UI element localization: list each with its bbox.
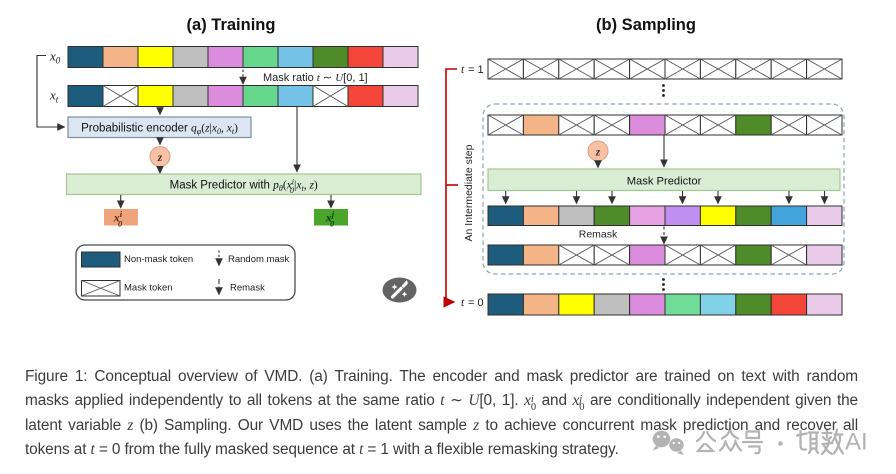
svg-text:Non-mask token: Non-mask token bbox=[124, 254, 193, 265]
svg-text:(b) Sampling: (b) Sampling bbox=[596, 16, 696, 34]
svg-text:Probabilistic encoder qφ(z|x0,: Probabilistic encoder qφ(z|x0, xt) bbox=[81, 123, 238, 137]
svg-text:An Intermediate step: An Intermediate step bbox=[463, 144, 475, 241]
svg-text:Remask: Remask bbox=[230, 283, 265, 294]
svg-text:x0: x0 bbox=[49, 49, 61, 66]
svg-text:(a) Training: (a) Training bbox=[187, 16, 276, 34]
svg-text:z: z bbox=[595, 147, 601, 159]
svg-text:Mask Predictor: Mask Predictor bbox=[627, 176, 702, 188]
svg-text:t: t bbox=[461, 64, 465, 76]
svg-text:z: z bbox=[157, 152, 163, 164]
svg-text:Remask: Remask bbox=[579, 229, 618, 241]
svg-text:t: t bbox=[461, 297, 465, 309]
svg-text:= 0: = 0 bbox=[468, 297, 484, 309]
svg-text:xt: xt bbox=[49, 88, 59, 105]
svg-text:Mask token: Mask token bbox=[124, 283, 173, 294]
svg-text:xi0: xi0 bbox=[113, 209, 123, 229]
svg-text:= 1: = 1 bbox=[468, 64, 484, 76]
svg-text:xj0: xj0 bbox=[325, 209, 335, 229]
svg-text:Mask ratio t ∼ U[0, 1]: Mask ratio t ∼ U[0, 1] bbox=[263, 72, 368, 84]
svg-text:Random mask: Random mask bbox=[228, 254, 289, 265]
